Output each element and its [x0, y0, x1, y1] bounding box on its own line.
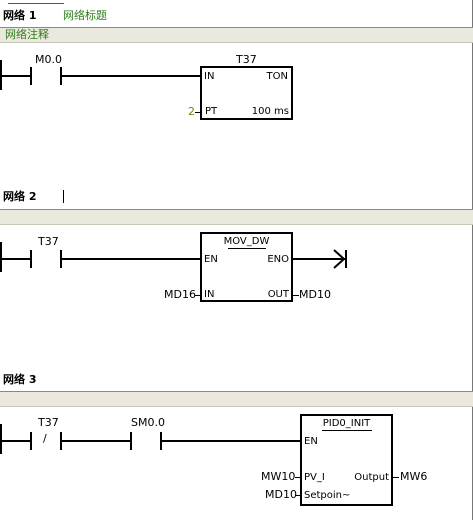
mov-dw-in-pin: IN	[204, 289, 215, 300]
rung-wire	[0, 75, 32, 77]
rung-wire	[160, 440, 302, 442]
text-cursor	[63, 190, 64, 203]
pid0-init-pv-stub	[295, 477, 301, 478]
mov-dw-in-stub	[195, 295, 201, 296]
network-2-label[interactable]: 网络 2	[3, 190, 37, 203]
ton-type: TON	[266, 71, 288, 82]
network-1-comment: 网络注释	[5, 28, 49, 41]
rung-wire	[60, 258, 202, 260]
pid0-init-en-pin: EN	[304, 436, 318, 447]
mov-dw-out-operand[interactable]: MD10	[299, 288, 331, 301]
pid0-init-pv-operand[interactable]: MW10	[261, 470, 296, 483]
pid0-init-setpoint-operand[interactable]: MD10	[265, 488, 297, 501]
contact-sm0-0-label: SM0.0	[131, 416, 165, 429]
mov-dw-name: MOV_DW	[223, 236, 270, 247]
network-1-title[interactable]: 网络标题	[63, 9, 107, 22]
mov-dw-out-pin: OUT	[267, 289, 289, 300]
ton-pt-stub	[195, 112, 201, 113]
network-1-comment-bar[interactable]: 网络注释	[0, 27, 473, 43]
network-1-label[interactable]: 网络 1	[3, 9, 37, 22]
rung-wire	[0, 440, 32, 442]
mov-dw-in-operand[interactable]: MD16	[164, 288, 196, 301]
contact-t37-left[interactable]	[30, 250, 32, 268]
contact-t37-nc-symbol: /	[43, 432, 47, 445]
rung-wire	[60, 440, 132, 442]
pid0-init-title-underline	[322, 430, 372, 431]
ton-pt-pin: PT	[205, 106, 218, 117]
mov-dw-out-stub	[293, 295, 299, 296]
mov-dw-eno-pin: ENO	[267, 254, 289, 265]
pid0-init-name: PID0_INIT	[322, 418, 371, 429]
rung-wire	[60, 75, 202, 77]
mov-dw-block[interactable]: MOV_DW EN ENO IN OUT	[200, 232, 293, 302]
pid0-init-output-stub	[393, 477, 399, 478]
power-rail	[0, 424, 2, 454]
ton-pt-value[interactable]: 2	[188, 105, 195, 118]
network-3-comment-bar[interactable]	[0, 391, 473, 407]
pid0-init-output-pin: Output	[354, 472, 389, 483]
arrow-end-icon	[333, 249, 347, 269]
ton-block[interactable]: IN TON PT 100 ms	[200, 66, 293, 120]
mov-dw-title-underline	[228, 248, 266, 249]
pid0-init-pv-pin: PV_I	[304, 472, 325, 483]
pid0-init-setpoint-pin: Setpoin~	[304, 490, 351, 501]
ton-in-pin: IN	[204, 71, 215, 82]
contact-t37-nc-label: T37	[38, 416, 59, 429]
rung-wire	[0, 258, 32, 260]
network-2-comment-bar[interactable]	[0, 209, 473, 225]
contact-t37-nc-left[interactable]	[30, 432, 32, 450]
contact-m0-0-label: M0.0	[35, 53, 62, 66]
pid0-init-block[interactable]: PID0_INIT EN PV_I Output Setpoin~	[300, 414, 393, 506]
previous-network-fragment	[0, 0, 473, 4]
ton-resolution: 100 ms	[251, 106, 289, 117]
pid0-init-output-operand[interactable]: MW6	[400, 470, 428, 483]
network-3-label[interactable]: 网络 3	[3, 373, 37, 386]
mov-dw-en-pin: EN	[204, 254, 218, 265]
timer-t37-name: T37	[236, 53, 257, 66]
eno-output-wire	[293, 258, 345, 260]
contact-m0-0-left[interactable]	[30, 67, 32, 85]
contact-sm0-0-left[interactable]	[130, 432, 132, 450]
power-rail	[0, 242, 2, 272]
pid0-init-setpoint-stub	[295, 495, 301, 496]
contact-t37-label: T37	[38, 235, 59, 248]
